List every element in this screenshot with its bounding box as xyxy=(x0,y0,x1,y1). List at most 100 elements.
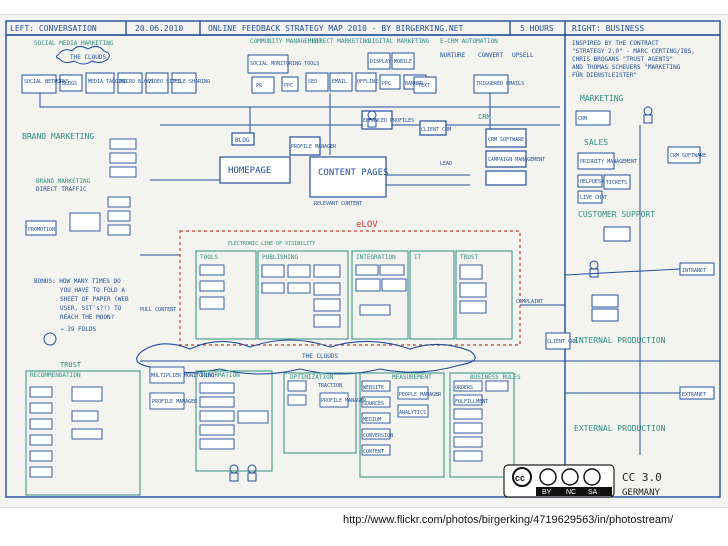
box-complaint-management xyxy=(486,171,526,185)
person-icon xyxy=(248,465,256,481)
text-content: CONTENT xyxy=(363,449,384,455)
person-icon xyxy=(230,465,238,481)
text-recommendation: RECOMMENDATION xyxy=(30,372,81,379)
label-crm-center: CRM xyxy=(478,113,491,121)
header-title: ONLINE FEEDBACK STRATEGY MAP 2010 - BY B… xyxy=(208,24,463,33)
text-campaign-management: CAMPAIGN MANAGEMENT xyxy=(488,157,545,163)
text-trust-inner: TRUST xyxy=(460,254,478,261)
text-profile-manager: PROFILE MANAGER xyxy=(291,144,337,150)
cc-text: cc xyxy=(515,473,525,483)
text-the-clouds-mid: THE CLOUDS xyxy=(302,353,339,360)
text-pull-content: PULL CONTENT xyxy=(140,307,176,313)
label-direct-marketing: DIRECT MARKETING xyxy=(312,38,370,45)
text-content-pages: CONTENT PAGES xyxy=(318,168,388,178)
text-client-crm-bottom: CLIENT CRM xyxy=(547,339,577,345)
header-hours: 5 HOURS xyxy=(520,24,554,33)
text-optimization: OPTIMIZATION xyxy=(290,374,334,381)
text-tickets: TICKETS xyxy=(606,180,627,186)
text-multiplier-monitoring: MULTIPLIER MONITORING xyxy=(151,373,214,379)
text-tools: TOOLS xyxy=(200,254,218,261)
inspired-line-2: "STRATEGY 2.0" - MARC CERTING/IBS, xyxy=(572,48,695,55)
text-email: EMAIL xyxy=(332,79,347,85)
bonus-line-5: REACH THE MOON? xyxy=(60,314,115,321)
col-tools xyxy=(196,251,256,339)
text-pr: PR xyxy=(256,83,263,89)
text-marketing: MARKETING xyxy=(580,94,624,103)
cc-license-badge: cc BY NC SA xyxy=(504,465,614,497)
text-intranet: INTRANET xyxy=(682,268,706,274)
col-integration xyxy=(352,251,408,339)
text-helpdesk: HELPDESK xyxy=(580,179,604,185)
cc-by: BY xyxy=(542,489,552,496)
col-it xyxy=(410,251,454,339)
person-icon xyxy=(44,333,56,345)
box-support-people xyxy=(604,227,630,241)
text-priority-management: PRIORITY MANAGEMENT xyxy=(580,159,637,165)
text-mobile: MOBILE xyxy=(394,59,412,65)
text-website: WEBSITE xyxy=(363,385,384,391)
text-internal-production: INTERNAL PRODUCTION xyxy=(574,336,666,345)
cc-sa: SA xyxy=(588,489,598,496)
text-traction: TRACTION xyxy=(318,383,342,389)
text-crm-software-center: CRM SOFTWARE xyxy=(488,137,524,143)
top-flow-line xyxy=(40,93,560,107)
text-ppc-2: PPC xyxy=(382,81,391,87)
inspired-line-3: CHRIS BROGANS "TRUST AGENTS" xyxy=(572,56,673,63)
text-it: IT xyxy=(414,254,422,261)
text-sources: SOURCES xyxy=(363,401,384,407)
text-business-rules: BUSINESS RULES xyxy=(470,374,521,381)
bonus-line-3: SHEET OF PAPER (WEB xyxy=(60,296,129,303)
header-right: RIGHT: BUSINESS xyxy=(572,24,644,33)
text-crm-right: CRM xyxy=(578,116,587,122)
text-profile-manager-2: PROFILE MANAGER xyxy=(321,398,367,404)
text-blog: BLOG xyxy=(235,137,250,144)
text-brand-marketing: BRAND MARKETING xyxy=(22,132,94,141)
person-icon xyxy=(590,261,598,277)
inspired-line-1: INSPIRED BY THE CONTRACT xyxy=(572,40,659,47)
text-integration: INTEGRATION xyxy=(356,254,396,261)
whiteboard: LEFT: CONVERSATION 20.06.2010 ONLINE FEE… xyxy=(0,14,728,508)
cc-country: GERMANY xyxy=(622,488,661,498)
text-conversion: CONVERSION xyxy=(363,433,393,439)
attribution-icon xyxy=(540,469,556,485)
inspired-line-5: FÜR DIENSTLEISTER" xyxy=(572,72,637,79)
text-measurement: MEASUREMENT xyxy=(392,374,432,381)
text-orders: ORDERS xyxy=(455,385,473,391)
text-complaint: COMPLAINT xyxy=(516,299,543,305)
label-convert: CONVERT xyxy=(478,52,504,59)
text-fulfillment: FULFILLMENT xyxy=(455,399,488,405)
text-direct-traffic: DIRECT TRAFFIC xyxy=(36,186,87,193)
header-left: LEFT: CONVERSATION xyxy=(10,24,97,33)
text-display: DISPLAY xyxy=(370,59,391,65)
text-analytics: ANALYTICS xyxy=(399,410,426,416)
text-text: TEXT xyxy=(418,83,430,89)
text-triggered-emails: TRIGGERED EMAILS xyxy=(476,81,524,87)
text-lead: LEAD xyxy=(440,161,452,167)
text-crm-software-right: CRM SOFTWARE xyxy=(670,153,706,159)
bonus-line-4: USER, SIT's?!) TO xyxy=(60,305,122,312)
text-sales: SALES xyxy=(584,138,608,147)
text-offline: OFFLINE xyxy=(357,79,378,85)
text-blogs: BLOGS xyxy=(62,81,77,87)
label-e-crm-automation: E-CRM AUTOMATION xyxy=(440,38,498,45)
source-url: http://www.flickr.com/photos/birgerking/… xyxy=(343,514,673,526)
text-electronic-line-of-visibility: ELECTRONIC LINE OF VISIBILITY xyxy=(228,241,315,247)
label-nurture: NURTURE xyxy=(440,52,466,59)
text-brand-marketing-small: BRAND MARKETING xyxy=(36,178,91,185)
text-client-crm-top: CLIENT CRM xyxy=(421,127,451,133)
text-trust: TRUST xyxy=(60,361,82,369)
label-social-media-marketing: SOCIAL MEDIA MARKETING xyxy=(34,40,114,47)
label-digital-marketing: DIGITAL MARKETING xyxy=(368,38,430,45)
bonus-line-1: BONUS: HOW MANY TIMES DO xyxy=(34,278,121,285)
header-date: 20.06.2010 xyxy=(135,24,183,33)
bonus-line-2: YOU HAVE TO FOLD A xyxy=(60,287,125,294)
text-live-chat: LIVE CHAT xyxy=(580,195,607,201)
text-elov: eLOV xyxy=(356,220,378,230)
inspired-line-4: AND THOMAS SCHEUERS "MARKETING xyxy=(572,64,681,71)
text-ppc: PPC xyxy=(284,83,293,89)
label-upsell: UPSELL xyxy=(512,52,534,59)
text-medium: MEDIUM xyxy=(363,417,381,423)
text-external-production: EXTERNAL PRODUCTION xyxy=(574,424,666,433)
text-publishing: PUBLISHING xyxy=(262,254,299,261)
text-people-manager: PEOPLE MANAGER xyxy=(399,392,442,398)
